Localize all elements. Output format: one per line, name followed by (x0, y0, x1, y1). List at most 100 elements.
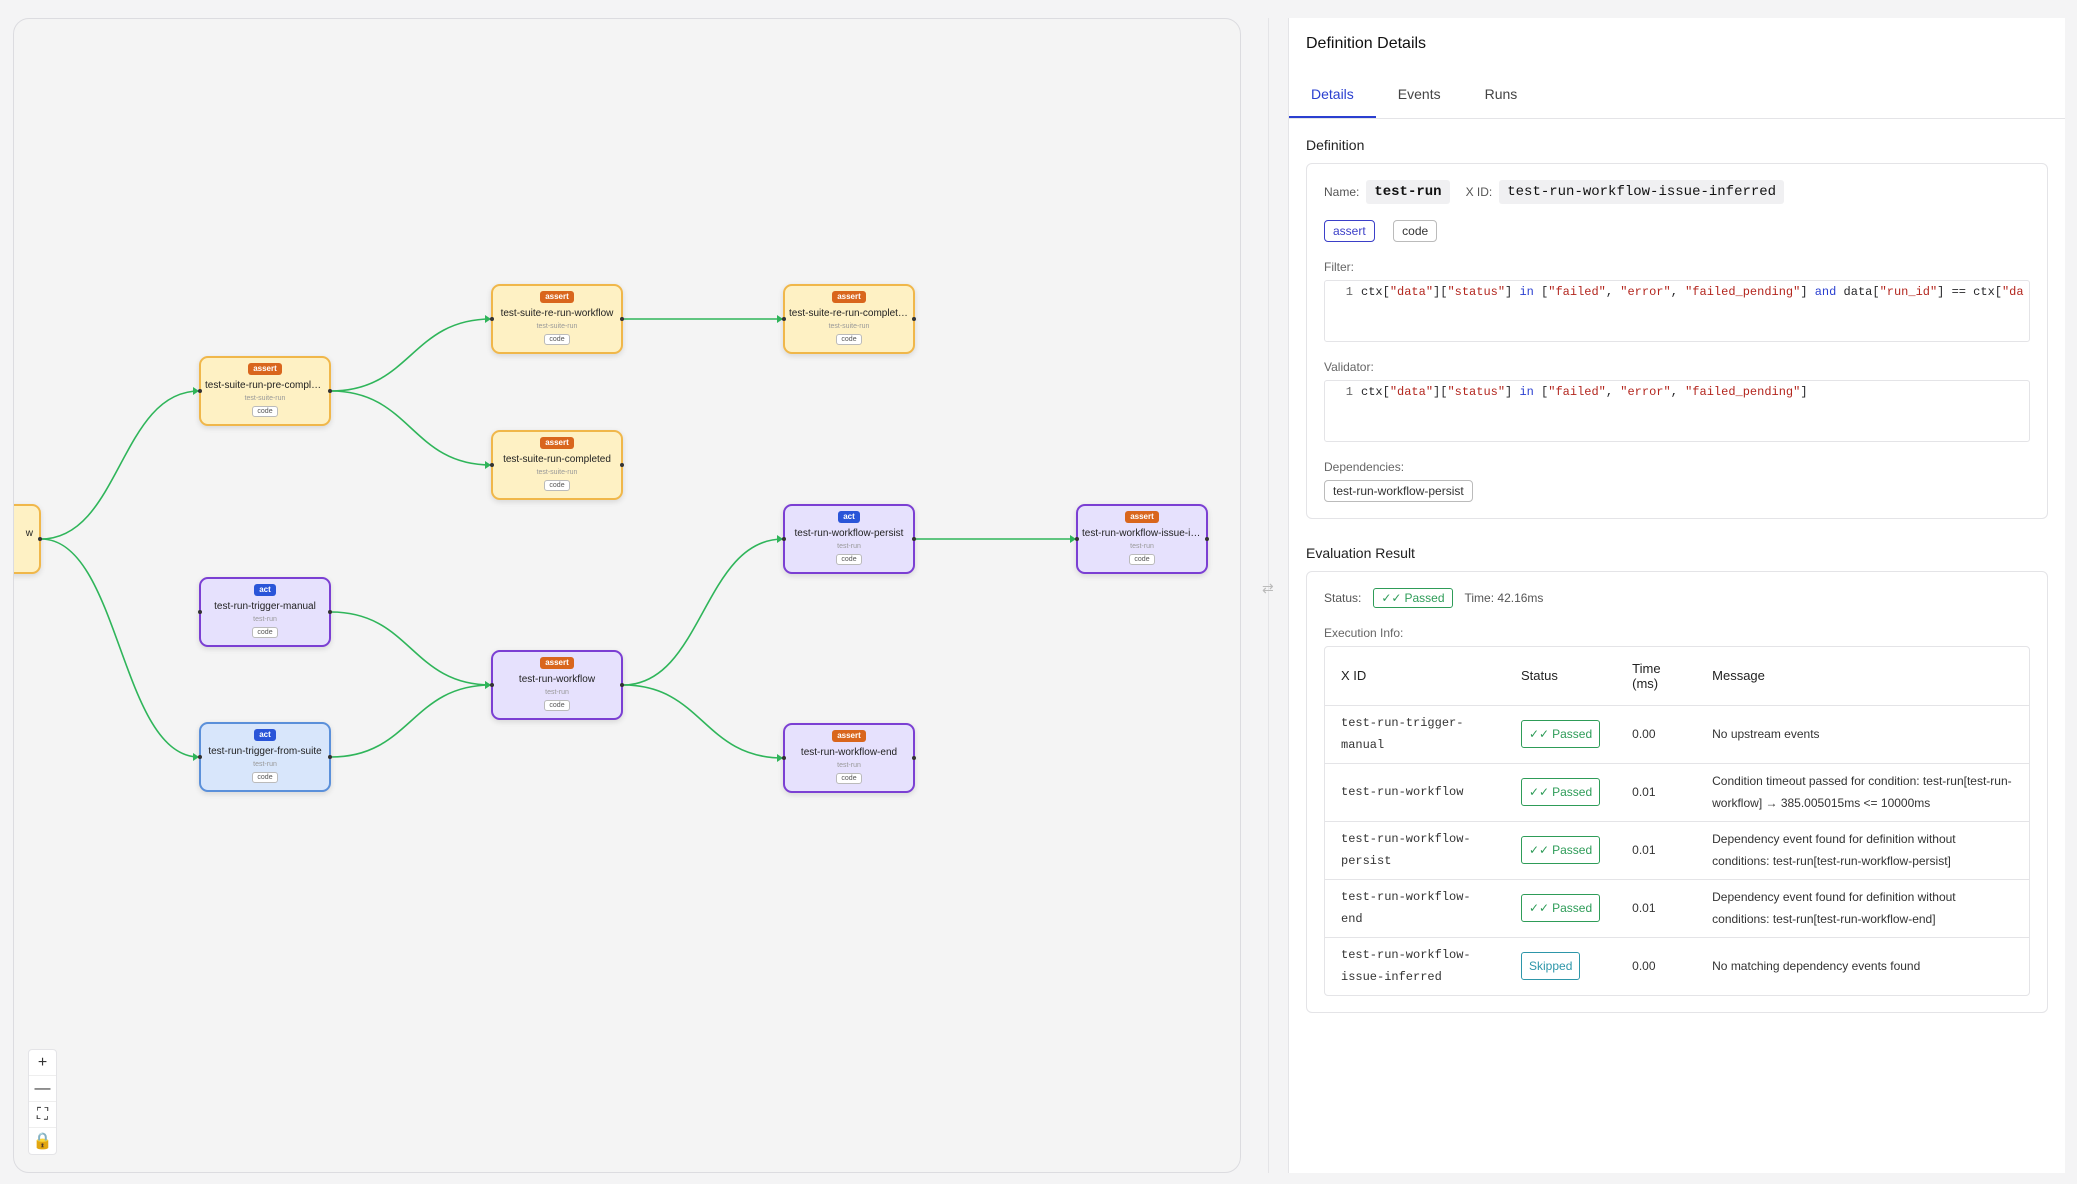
row-time: 0.00 (1632, 959, 1656, 974)
lock-icon[interactable]: 🔒 (32, 1133, 53, 1150)
edge-arrow (777, 535, 783, 543)
node-title: test-suite-re-run-workflow (500, 308, 614, 319)
output-port[interactable] (38, 537, 42, 541)
tab-details[interactable]: Details (1289, 71, 1376, 118)
validator-label: Validator: (1324, 360, 1374, 374)
panel-divider (1268, 18, 1269, 1173)
input-port[interactable] (490, 317, 494, 321)
output-port[interactable] (620, 463, 624, 467)
input-port[interactable] (198, 755, 202, 759)
exec-table: X ID Status Time (ms) Message test-run-t… (1324, 646, 2030, 996)
definition-details-panel: Definition Details Details Events Runs D… (1288, 18, 2065, 1173)
output-port[interactable] (1205, 537, 1209, 541)
node-tag: assert (248, 363, 282, 375)
edge-arrow (193, 753, 199, 761)
input-port[interactable] (198, 610, 202, 614)
input-port[interactable] (782, 317, 786, 321)
row-xid: test-run-workflow (1325, 763, 1505, 822)
node-code-badge: code (252, 406, 278, 417)
output-port[interactable] (912, 317, 916, 321)
output-port[interactable] (328, 389, 332, 393)
tab-events[interactable]: Events (1397, 86, 1441, 102)
row-xid: test-run-trigger-manual (1325, 705, 1505, 764)
tab-runs[interactable]: Runs (1484, 86, 1518, 102)
exec-info-label: Execution Info: (1324, 626, 1404, 640)
resize-handle-icon[interactable]: ⇄ (1262, 580, 1274, 596)
input-port[interactable] (782, 756, 786, 760)
edge (622, 684, 784, 759)
node-title: test-run-workflow-issue-in... (1082, 528, 1205, 539)
time-text: Time: 42.16ms (1464, 591, 1544, 605)
node-title: test-run-trigger-manual (214, 601, 316, 612)
input-port[interactable] (490, 683, 494, 687)
node-subtitle: test-suite-run (828, 323, 870, 330)
output-port[interactable] (620, 317, 624, 321)
row-status-text: Passed (1552, 901, 1593, 915)
edge (330, 611, 492, 686)
evaluation-heading: Evaluation Result (1306, 545, 1415, 561)
node-code-badge: code (544, 700, 570, 711)
chip-code[interactable]: code (1393, 220, 1438, 242)
edge (330, 318, 492, 392)
tab-bar: Details Events Runs (1289, 71, 2065, 119)
node-title: test-run-trigger-from-suite (208, 746, 322, 757)
edge (330, 684, 492, 758)
node-tag: act (254, 584, 276, 596)
row-time: 0.01 (1616, 763, 1697, 822)
filter-label: Filter: (1324, 260, 1354, 274)
input-port[interactable] (490, 463, 494, 467)
row-xid: test-run-workflow-end (1325, 879, 1505, 938)
chip-assert[interactable]: assert (1324, 220, 1375, 242)
edge (622, 538, 784, 686)
edge-arrow (777, 315, 783, 323)
output-port[interactable] (912, 756, 916, 760)
node-subtitle: test-suite-run (536, 323, 578, 330)
input-port[interactable] (198, 389, 202, 393)
evaluation-card: Status: ✓✓Passed Time: 42.16ms Execution… (1306, 571, 2048, 1013)
output-port[interactable] (912, 537, 916, 541)
node-title: test-suite-run-completed (503, 454, 611, 465)
edge (40, 538, 200, 758)
input-port[interactable] (782, 537, 786, 541)
node-subtitle: test-suite-run (536, 469, 578, 476)
dependency-chip[interactable]: test-run-workflow-persist (1324, 480, 1473, 502)
fit-view-icon[interactable]: ⛶ (29, 1102, 56, 1128)
graph-node[interactable]: w (14, 504, 42, 574)
node-code-badge: code (544, 480, 570, 491)
node-tag: act (838, 511, 860, 523)
zoom-out-icon[interactable]: — (29, 1076, 56, 1102)
input-port[interactable] (1075, 537, 1079, 541)
node-tag: assert (1125, 511, 1159, 523)
node-subtitle: test-run (545, 689, 569, 696)
row-time: 0.00 (1616, 705, 1697, 764)
node-code-badge: code (544, 334, 570, 345)
check-icon: ✓✓ (1381, 591, 1402, 605)
panel-title: Definition Details (1306, 35, 1427, 52)
output-port[interactable] (620, 683, 624, 687)
node-subtitle: test-run (253, 761, 277, 768)
output-port[interactable] (328, 755, 332, 759)
check-icon: ✓✓ (1529, 785, 1550, 799)
zoom-in-icon[interactable]: + (29, 1050, 56, 1076)
node-code-badge: code (836, 334, 862, 345)
edge-arrow (1070, 535, 1076, 543)
name-label: Name: (1324, 185, 1360, 199)
node-tag: act (254, 729, 276, 741)
row-xid: test-run-workflow-persist (1325, 821, 1505, 880)
row-message: No upstream events (1696, 705, 2029, 764)
node-title: test-run-workflow (518, 674, 596, 685)
output-port[interactable] (328, 610, 332, 614)
